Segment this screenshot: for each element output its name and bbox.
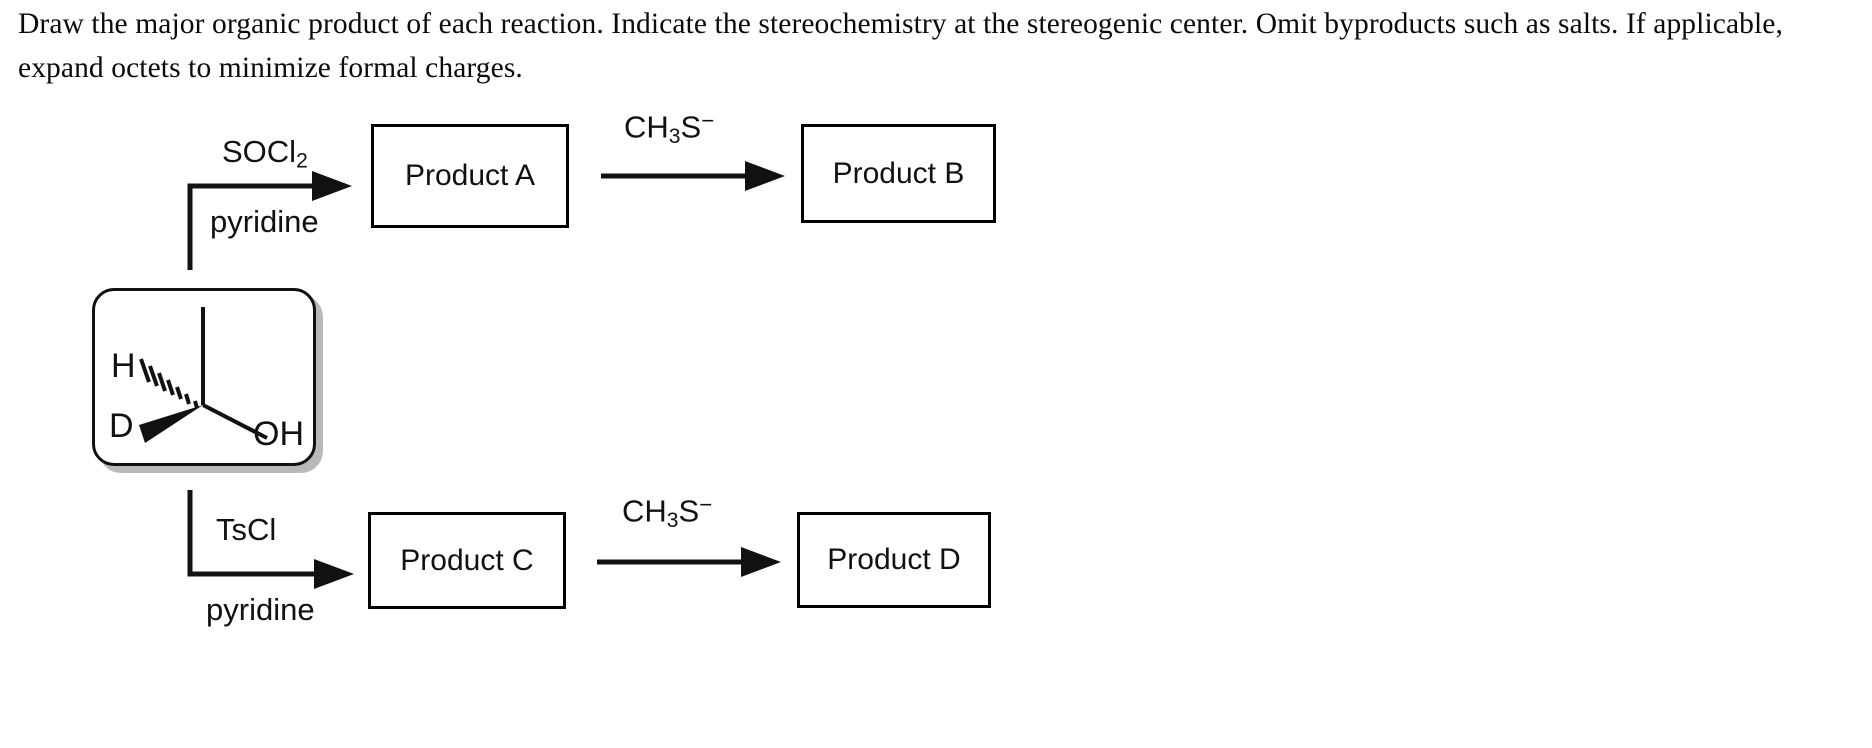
atom-label-oh: OH [253,415,304,453]
reaction-arrow-step2-top [601,161,785,191]
reagent-pyridine-bottom: pyridine [206,592,315,627]
reagent-socl2-main: SOCl [222,134,297,169]
reagent-ch3s-s-bottom: S [678,493,700,529]
starting-material-structure [139,307,268,443]
product-b-box[interactable]: Product B [801,124,996,223]
reagent-socl2-subscript: 2 [296,149,308,173]
reagent-methanethiolate-bottom: CH3S− [622,492,712,533]
atom-label-h: H [111,347,136,385]
reagent-pyridine-top: pyridine [210,204,319,239]
reagent-ch3s-c-top: CH [624,109,669,145]
product-a-label: Product A [404,159,536,192]
reagent-socl2: SOCl2 [222,134,308,173]
product-d-label: Product D [827,543,961,576]
reagent-tscl: TsCl [216,512,277,547]
reagent-ch3s-subscript-bottom: 3 [666,508,679,532]
question-prompt: Draw the major organic product of each r… [18,8,1783,84]
starting-material-card[interactable]: H D OH [92,288,316,466]
reaction-arrow-step1-bottom [187,490,354,589]
reagent-ch3s-s-top: S [680,109,702,145]
product-c-label: Product C [400,543,534,577]
reagent-ch3s-c-bottom: CH [622,493,667,529]
product-a-box[interactable]: Product A [371,124,569,228]
product-d-box[interactable]: Product D [797,512,991,608]
product-b-label: Product B [832,156,965,190]
product-c-box[interactable]: Product C [368,512,566,609]
reagent-methanethiolate-top: CH3S− [624,108,714,149]
reaction-arrow-step1-top [187,171,352,270]
atom-label-d: D [109,407,134,445]
reagent-ch3s-charge-bottom: − [699,492,713,517]
reagent-ch3s-subscript-top: 3 [668,124,681,148]
reagent-ch3s-charge-top: − [701,108,715,133]
reaction-arrow-step2-bottom [597,547,781,577]
